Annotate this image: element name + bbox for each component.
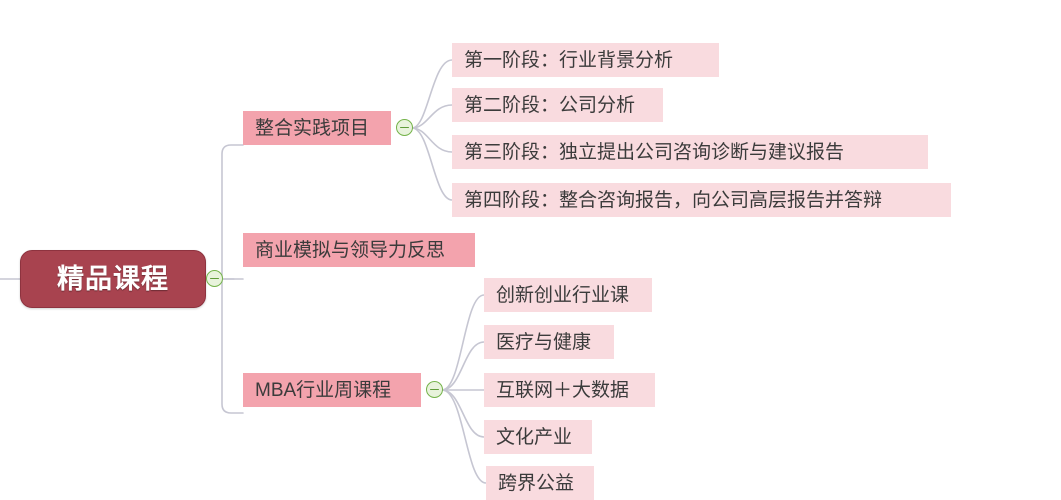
- leaf-node-stage-4[interactable]: 第四阶段：整合咨询报告，向公司高层报告并答辩: [452, 183, 951, 217]
- leaf-node-label: 医疗与健康: [496, 331, 592, 353]
- branch-collapse-toggle-integrated-practice[interactable]: [396, 119, 413, 136]
- leaf-node-label: 第三阶段：独立提出公司咨询诊断与建议报告: [464, 141, 845, 163]
- branch-node-label: 整合实践项目: [255, 117, 370, 139]
- leaf-node-culture-industry[interactable]: 文化产业: [484, 420, 592, 454]
- connector-branch1-to-child-2: [411, 104, 453, 129]
- connector-root-to-branch-1: [221, 144, 244, 280]
- connector-branch1-to-child-4: [411, 127, 453, 201]
- connector-branch3-to-child-5: [441, 389, 487, 484]
- leaf-node-label: 第一阶段：行业背景分析: [464, 49, 674, 71]
- leaf-node-innovation-entrepreneurship[interactable]: 创新创业行业课: [484, 278, 652, 312]
- leaf-node-label: 文化产业: [496, 426, 573, 448]
- connector-root-to-branch-3: [221, 278, 244, 414]
- leaf-node-stage-2[interactable]: 第二阶段：公司分析: [452, 88, 663, 122]
- root-node[interactable]: 精品课程: [20, 250, 206, 308]
- branch-node-label: MBA行业周课程: [255, 379, 392, 401]
- branch-collapse-toggle-mba-industry-week[interactable]: [426, 381, 443, 398]
- connector-branch3-to-child-1: [441, 294, 485, 391]
- connector-branch1-to-child-1: [411, 59, 453, 129]
- leaf-node-label: 创新创业行业课: [496, 284, 630, 306]
- connector-branch1-to-child-3: [411, 127, 453, 153]
- leaf-node-label: 跨界公益: [498, 472, 575, 494]
- branch-node-business-simulation[interactable]: 商业模拟与领导力反思: [243, 233, 475, 267]
- leaf-node-stage-3[interactable]: 第三阶段：独立提出公司咨询诊断与建议报告: [452, 135, 928, 169]
- connector-branch3-to-child-2: [441, 341, 485, 391]
- branch-node-mba-industry-week[interactable]: MBA行业周课程: [243, 373, 421, 407]
- leaf-node-label: 第四阶段：整合咨询报告，向公司高层报告并答辩: [464, 189, 883, 211]
- leaf-node-stage-1[interactable]: 第一阶段：行业背景分析: [452, 43, 719, 77]
- leaf-node-label: 互联网＋大数据: [496, 379, 630, 401]
- root-collapse-toggle[interactable]: [206, 270, 223, 287]
- leaf-node-cross-border-charity[interactable]: 跨界公益: [486, 466, 594, 500]
- root-node-label: 精品课程: [57, 263, 169, 294]
- leaf-node-internet-bigdata[interactable]: 互联网＋大数据: [484, 373, 655, 407]
- leaf-node-label: 第二阶段：公司分析: [464, 94, 636, 116]
- branch-node-integrated-practice[interactable]: 整合实践项目: [243, 111, 391, 145]
- leaf-node-healthcare[interactable]: 医疗与健康: [484, 325, 614, 359]
- branch-node-label: 商业模拟与领导力反思: [255, 239, 446, 261]
- connector-branch3-to-child-4: [441, 389, 485, 438]
